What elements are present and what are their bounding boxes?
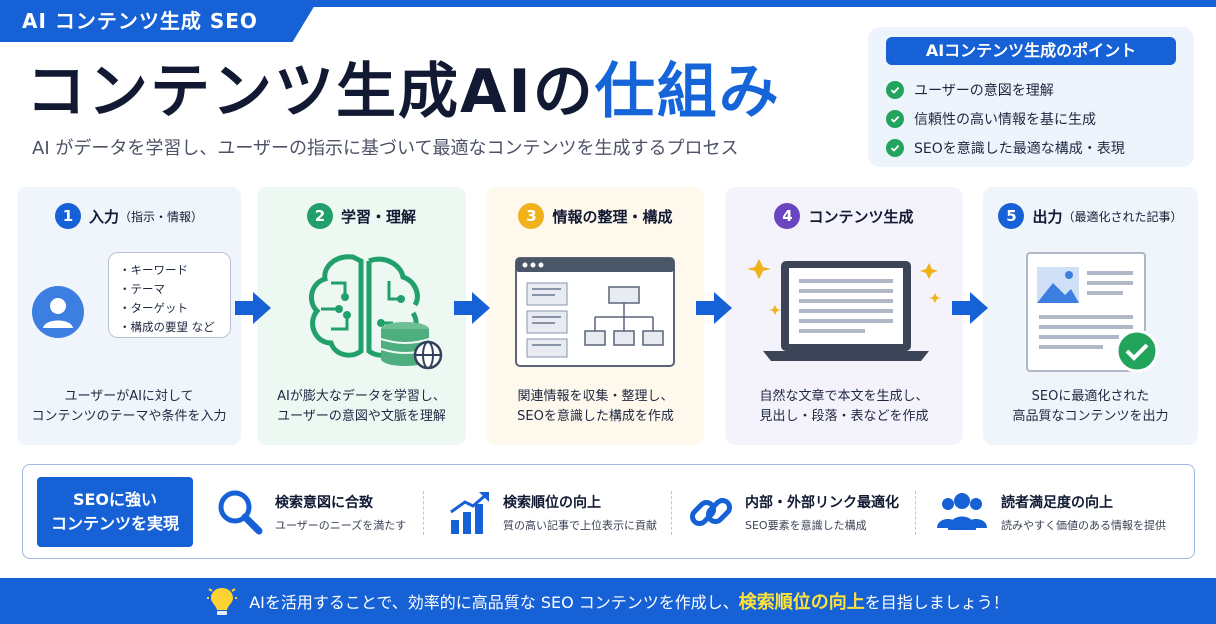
footer-text-end: を目指しましょう！: [864, 593, 1009, 612]
laptop-icon: [747, 259, 941, 361]
desc-line: コンテンツのテーマや条件を入力: [31, 409, 227, 424]
step-header: 3 情報の整理・構成: [487, 203, 704, 229]
benefit-desc: SEO要素を意識した構成: [745, 518, 867, 532]
top-accent-line: [0, 0, 1216, 7]
benefit-title: 読者満足度の向上: [1001, 494, 1113, 511]
link-icon: [689, 497, 733, 527]
desc-line: 自然な文章で本文を生成し、: [759, 389, 929, 404]
step-header: 5 出力 （最適化された記事）: [983, 203, 1198, 229]
point-item: ユーザーの意図を理解: [886, 75, 1125, 104]
benefit-desc: ユーザーのニーズを満たす: [275, 518, 407, 532]
step-organize: 3 情報の整理・構成 関連情報を収集・整理し、 SEOを意識した構成を作成: [487, 187, 704, 445]
points-list: ユーザーの意図を理解 信頼性の高い情報を基に生成 SEOを意識した最適な構成・表…: [886, 75, 1125, 162]
benefits-main-line: SEOに強い: [72, 490, 158, 509]
desc-line: 高品質なコンテンツを出力: [1012, 409, 1169, 424]
article-document-icon: [1026, 252, 1159, 373]
user-avatar-icon: [32, 286, 84, 338]
step-header: 4 コンテンツ生成: [725, 203, 963, 229]
step-title: コンテンツ生成: [808, 207, 914, 226]
page-title: コンテンツ生成AIの仕組み: [26, 56, 781, 128]
check-icon: [886, 109, 904, 128]
footer-highlight: 検索順位の向上: [738, 592, 865, 613]
point-item: SEOを意識した最適な構成・表現: [886, 133, 1125, 162]
brain-database-icon: [308, 254, 443, 370]
step-title: 学習・理解: [340, 207, 416, 226]
title-accent: 仕組み: [594, 57, 781, 127]
bubble-item: ・テーマ: [119, 282, 165, 296]
step-description: 関連情報を収集・整理し、 SEOを意識した構成を作成: [487, 387, 704, 427]
benefit-divider: [671, 491, 672, 535]
desc-line: 関連情報を収集・整理し、: [517, 389, 674, 404]
point-text: 信頼性の高い情報を基に生成: [914, 111, 1096, 128]
benefits-panel: SEOに強い コンテンツを実現 検索意図に合致 ユーザーのニーズを満たす 検索順…: [22, 464, 1195, 559]
benefit-reader-satisfaction: 読者満足度の向上 読みやすく価値のある情報を提供: [935, 479, 1166, 545]
step-learning: 2 学習・理解 AIが膨大なデータを学習し、 ユーザーの意図や文脈を理解: [257, 187, 466, 445]
desc-line: ユーザーがAIに対して: [64, 389, 194, 404]
check-icon: [886, 138, 904, 157]
step-subtitle: （指示・情報）: [119, 209, 204, 224]
benefit-divider: [915, 491, 916, 535]
bubble-item: ・キーワード: [119, 263, 188, 277]
benefits-main-label: SEOに強い コンテンツを実現: [37, 477, 193, 547]
step-description: ユーザーがAIに対して コンテンツのテーマや条件を入力: [17, 387, 241, 427]
structure-window-icon: [515, 257, 675, 367]
step-input: 1 入力 （指示・情報） ・キーワード ・テーマ ・ターゲット ・構成の要望 な…: [17, 187, 241, 445]
benefit-link-optimization: 内部・外部リンク最適化 SEO要素を意識した構成: [687, 479, 899, 545]
step-header: 1 入力 （指示・情報）: [17, 203, 241, 229]
step-description: SEOに最適化された 高品質なコンテンツを出力: [983, 387, 1198, 427]
desc-line: 見出し・段落・表などを作成: [759, 409, 929, 424]
title-main: コンテンツ生成AIの: [26, 57, 595, 127]
point-item: 信頼性の高い情報を基に生成: [886, 104, 1125, 133]
benefit-desc: 質の高い記事で上位表示に貢献: [503, 518, 657, 532]
magnifier-icon: [218, 490, 263, 535]
input-bubble: ・キーワード ・テーマ ・ターゲット ・構成の要望 など: [108, 252, 231, 338]
step-number: 1: [54, 203, 81, 229]
desc-line: AIが膨大なデータを学習し、: [277, 389, 446, 404]
step-output: 5 出力 （最適化された記事） SEOに最適化された 高品質なコンテンツを出力: [983, 187, 1198, 445]
points-heading: AIコンテンツ生成のポイント: [886, 37, 1176, 65]
point-text: ユーザーの意図を理解: [914, 82, 1054, 99]
benefit-title: 検索意図に合致: [275, 494, 373, 511]
ranking-chart-icon: [450, 492, 489, 534]
benefits-main-line: コンテンツを実現: [50, 514, 179, 533]
points-panel: AIコンテンツ生成のポイント ユーザーの意図を理解 信頼性の高い情報を基に生成 …: [868, 27, 1194, 167]
bubble-item: ・ターゲット: [119, 301, 188, 315]
benefit-title: 内部・外部リンク最適化: [745, 494, 899, 511]
step-subtitle: （最適化された記事）: [1062, 209, 1183, 224]
step-number: 2: [306, 203, 333, 229]
step-description: 自然な文章で本文を生成し、 見出し・段落・表などを作成: [725, 387, 963, 427]
benefit-title: 検索順位の向上: [503, 494, 601, 511]
benefit-ranking: 検索順位の向上 質の高い記事で上位表示に貢献: [447, 479, 657, 545]
category-tag: AI コンテンツ生成 SEO: [0, 0, 318, 42]
footer-text: AIを活用することで、効率的に高品質な SEO コンテンツを作成し、: [249, 593, 739, 612]
lightbulb-icon: [207, 588, 238, 615]
bubble-item: ・構成の要望 など: [119, 320, 215, 334]
desc-line: ユーザーの意図や文脈を理解: [277, 409, 446, 424]
step-generate: 4 コンテンツ生成 自然な文章で本文を生成し、 見出し・段落・表などを作成: [725, 187, 963, 445]
footer-banner: AIを活用することで、効率的に高品質な SEO コンテンツを作成し、 検索順位の…: [0, 578, 1216, 624]
flow-arrow-icon: [952, 292, 988, 324]
point-text: SEOを意識した最適な構成・表現: [914, 140, 1125, 157]
flow-arrow-icon: [696, 292, 732, 324]
step-header: 2 学習・理解: [257, 203, 466, 229]
benefit-desc: 読みやすく価値のある情報を提供: [1001, 518, 1166, 532]
step-number: 4: [774, 203, 801, 229]
desc-line: SEOに最適化された: [1031, 389, 1150, 404]
step-number: 5: [998, 203, 1025, 229]
step-title: 情報の整理・構成: [552, 207, 673, 226]
desc-line: SEOを意識した構成を作成: [517, 409, 674, 424]
flow-arrow-icon: [235, 292, 271, 324]
flow-arrow-icon: [454, 292, 490, 324]
benefit-divider: [423, 491, 424, 535]
step-number: 3: [518, 203, 545, 229]
users-icon: [937, 493, 987, 530]
step-title: 出力: [1032, 207, 1063, 226]
step-title: 入力: [88, 207, 119, 226]
step-description: AIが膨大なデータを学習し、 ユーザーの意図や文脈を理解: [257, 387, 466, 427]
benefit-search-intent: 検索意図に合致 ユーザーのニーズを満たす: [215, 479, 406, 545]
check-icon: [886, 80, 904, 99]
page-subtitle: AI がデータを学習し、ユーザーの指示に基づいて最適なコンテンツを生成するプロセ…: [32, 138, 739, 159]
